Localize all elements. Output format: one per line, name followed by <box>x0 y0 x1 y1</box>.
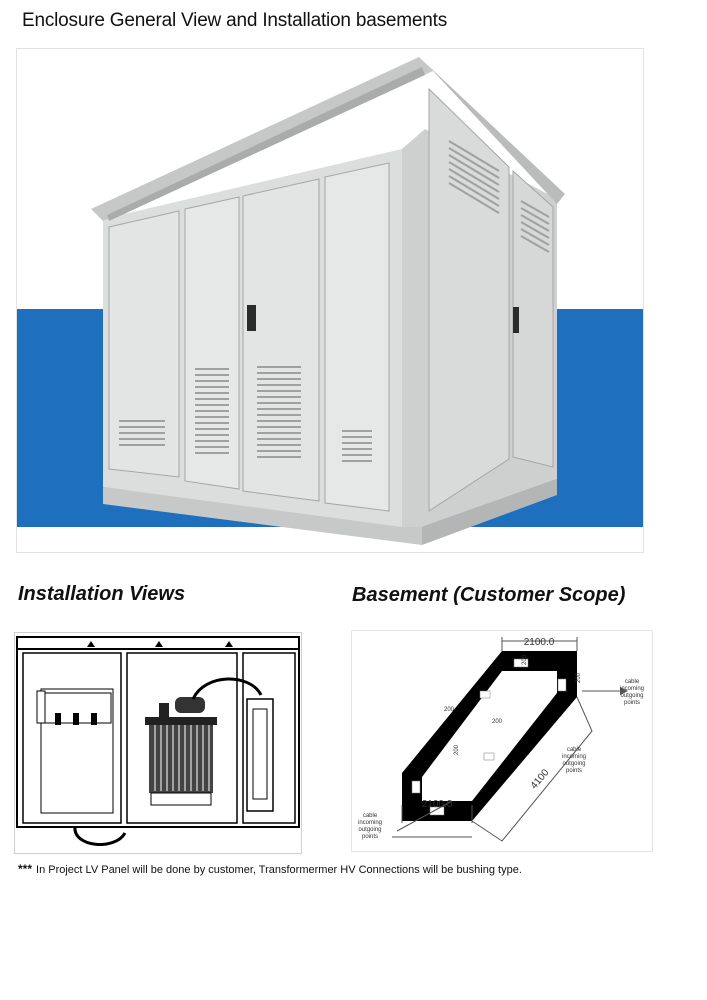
mv-bushings <box>55 713 97 725</box>
transformer-compartment <box>126 652 238 824</box>
mid-cable-line-3: outgoing <box>562 761 585 767</box>
side-door-handle <box>513 307 519 333</box>
left-cable-line-3: outgoing <box>358 827 381 833</box>
right-arrow <box>620 687 628 695</box>
right-cable-line-2: incoming <box>620 686 644 692</box>
footnote: ***In Project LV Panel will be done by c… <box>18 862 522 876</box>
enclosure-photo <box>16 48 644 553</box>
left-cable-line-2: incoming <box>358 820 382 826</box>
installation-svg <box>16 636 300 846</box>
lifting-arrows <box>87 641 233 647</box>
footnote-stars: *** <box>18 862 33 876</box>
mid-cable-line-1: cable <box>567 747 582 753</box>
top-width-label: 2100.0 <box>524 637 555 648</box>
length-label: 4100 <box>529 767 552 791</box>
transformer-body <box>149 723 213 793</box>
enclosure-roof-front <box>91 57 433 221</box>
side-louvers <box>448 140 550 253</box>
front-door-4 <box>324 162 390 512</box>
mv-compartment <box>22 652 122 824</box>
basement-drawing: 2100.0 2100.0 4100 200 200 200 200 200 c… <box>351 630 653 852</box>
small-dim-5: 200 <box>454 744 460 755</box>
right-cable-line-1: cable <box>625 679 640 685</box>
mv-side-handle <box>36 690 46 724</box>
transformer-conservator <box>159 703 169 717</box>
left-cable-label: cable incoming outgoing points <box>358 813 382 840</box>
front-door-3 <box>242 178 320 502</box>
installation-views-drawing <box>14 632 302 854</box>
roof-vent-strip <box>107 67 425 221</box>
lv-compartment <box>242 652 296 824</box>
transformer-bushing-block <box>175 697 205 713</box>
basement-inner-opening <box>422 671 557 801</box>
right-cable-line-4: points <box>624 700 640 706</box>
side-door-1 <box>428 87 510 512</box>
basement-title: Basement (Customer Scope) <box>352 584 626 606</box>
right-cable-label: cable incoming outgoing points <box>620 679 644 706</box>
small-dim-1: 200 <box>522 654 528 665</box>
lv-panel <box>246 698 274 812</box>
transformer-fins <box>154 725 210 791</box>
left-cable-line-4: points <box>362 834 378 840</box>
front-louvers <box>119 366 372 462</box>
mid-cable-label: cable incoming outgoing points <box>562 747 586 774</box>
basement-svg: 2100.0 2100.0 4100 200 200 200 200 200 c… <box>358 637 644 842</box>
dimension-lines <box>392 637 620 842</box>
door-handle <box>247 305 256 331</box>
enclosure-plinth-front <box>103 487 422 545</box>
small-dimension-labels: 200 200 200 200 200 <box>444 654 582 755</box>
left-cable-line-1: cable <box>363 813 378 819</box>
enclosure-plinth-side <box>422 479 557 545</box>
footnote-text: In Project LV Panel will be done by cust… <box>36 864 522 876</box>
enclosure-illustration <box>17 57 643 545</box>
enclosure-roof-side <box>419 57 565 204</box>
lv-panel-door <box>252 708 268 800</box>
small-dim-4: 200 <box>492 719 503 725</box>
transformer-lid <box>145 717 217 725</box>
bottom-width-label: 2100.0 <box>422 799 453 810</box>
mid-cable-line-2: incoming <box>562 754 586 760</box>
front-door-2 <box>184 196 240 490</box>
page-title: Enclosure General View and Installation … <box>22 10 447 31</box>
mid-cable-line-4: points <box>566 768 582 774</box>
transformer-base <box>150 792 212 806</box>
cable-openings <box>411 658 567 816</box>
hv-cable <box>191 677 263 700</box>
small-dim-3: 200 <box>444 707 455 713</box>
installation-views-title: Installation Views <box>18 583 186 605</box>
right-cable-line-3: outgoing <box>620 693 643 699</box>
bottom-cable <box>73 826 127 846</box>
small-dim-2: 200 <box>576 672 582 683</box>
side-door-2 <box>512 169 554 468</box>
front-door-1 <box>108 210 180 478</box>
